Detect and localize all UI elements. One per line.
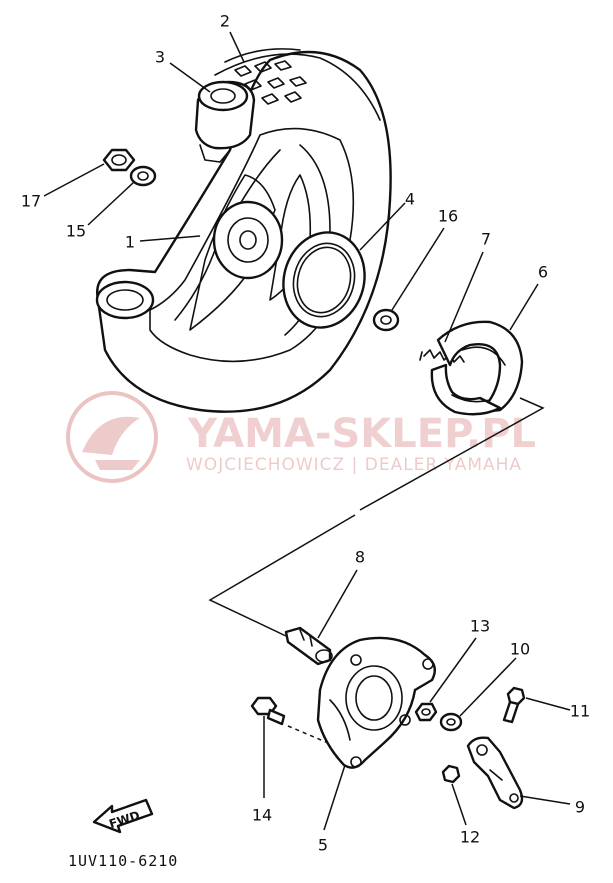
callout-17: 17 xyxy=(21,192,41,211)
wheel-assembly xyxy=(95,48,392,413)
fwd-arrow-icon: FWD xyxy=(92,798,154,834)
callout-7: 7 xyxy=(481,230,491,249)
callout-5: 5 xyxy=(318,836,328,855)
valve-stem xyxy=(194,80,256,163)
callout-13: 13 xyxy=(470,617,490,636)
callout-14: 14 xyxy=(252,806,272,825)
return-spring xyxy=(419,349,465,363)
callout-4: 4 xyxy=(405,190,415,209)
brake-camshaft xyxy=(284,626,333,666)
callout-16: 16 xyxy=(438,207,458,226)
washer-10 xyxy=(439,712,463,732)
washer-16 xyxy=(372,308,400,332)
o-ring xyxy=(282,231,366,329)
brake-shoe-set xyxy=(430,320,524,416)
nut-12 xyxy=(441,764,461,784)
watermark-title: YAMA-SKLEP.PL xyxy=(187,411,536,457)
diagram-code: 1UV110-6210 xyxy=(68,852,178,870)
callout-2: 2 xyxy=(220,12,230,31)
washer-15 xyxy=(129,165,157,187)
assembly-line-shoe xyxy=(359,397,545,511)
callout-3: 3 xyxy=(155,48,165,67)
yama-sklep-logo-icon xyxy=(66,391,158,483)
callout-15: 15 xyxy=(66,222,86,241)
assembly-line-shaft xyxy=(208,514,356,637)
watermark-subtitle: WOJCIECHOWICZ | DEALER YAMAHA xyxy=(186,455,522,475)
nut-13 xyxy=(414,702,438,722)
callout-6: 6 xyxy=(538,263,548,282)
callout-10: 10 xyxy=(510,640,530,659)
assembly-line-bolt xyxy=(287,725,341,749)
callout-11: 11 xyxy=(570,702,590,721)
camshaft-lever xyxy=(466,736,524,810)
bolt-14 xyxy=(250,696,286,726)
nut-17 xyxy=(102,148,136,172)
callout-8: 8 xyxy=(355,548,365,567)
callout-9: 9 xyxy=(575,798,585,817)
bolt-11 xyxy=(502,686,526,724)
callout-leaders xyxy=(43,31,571,831)
brake-shoe-plate xyxy=(316,636,436,769)
callout-1: 1 xyxy=(125,233,135,252)
callout-12: 12 xyxy=(460,828,480,847)
